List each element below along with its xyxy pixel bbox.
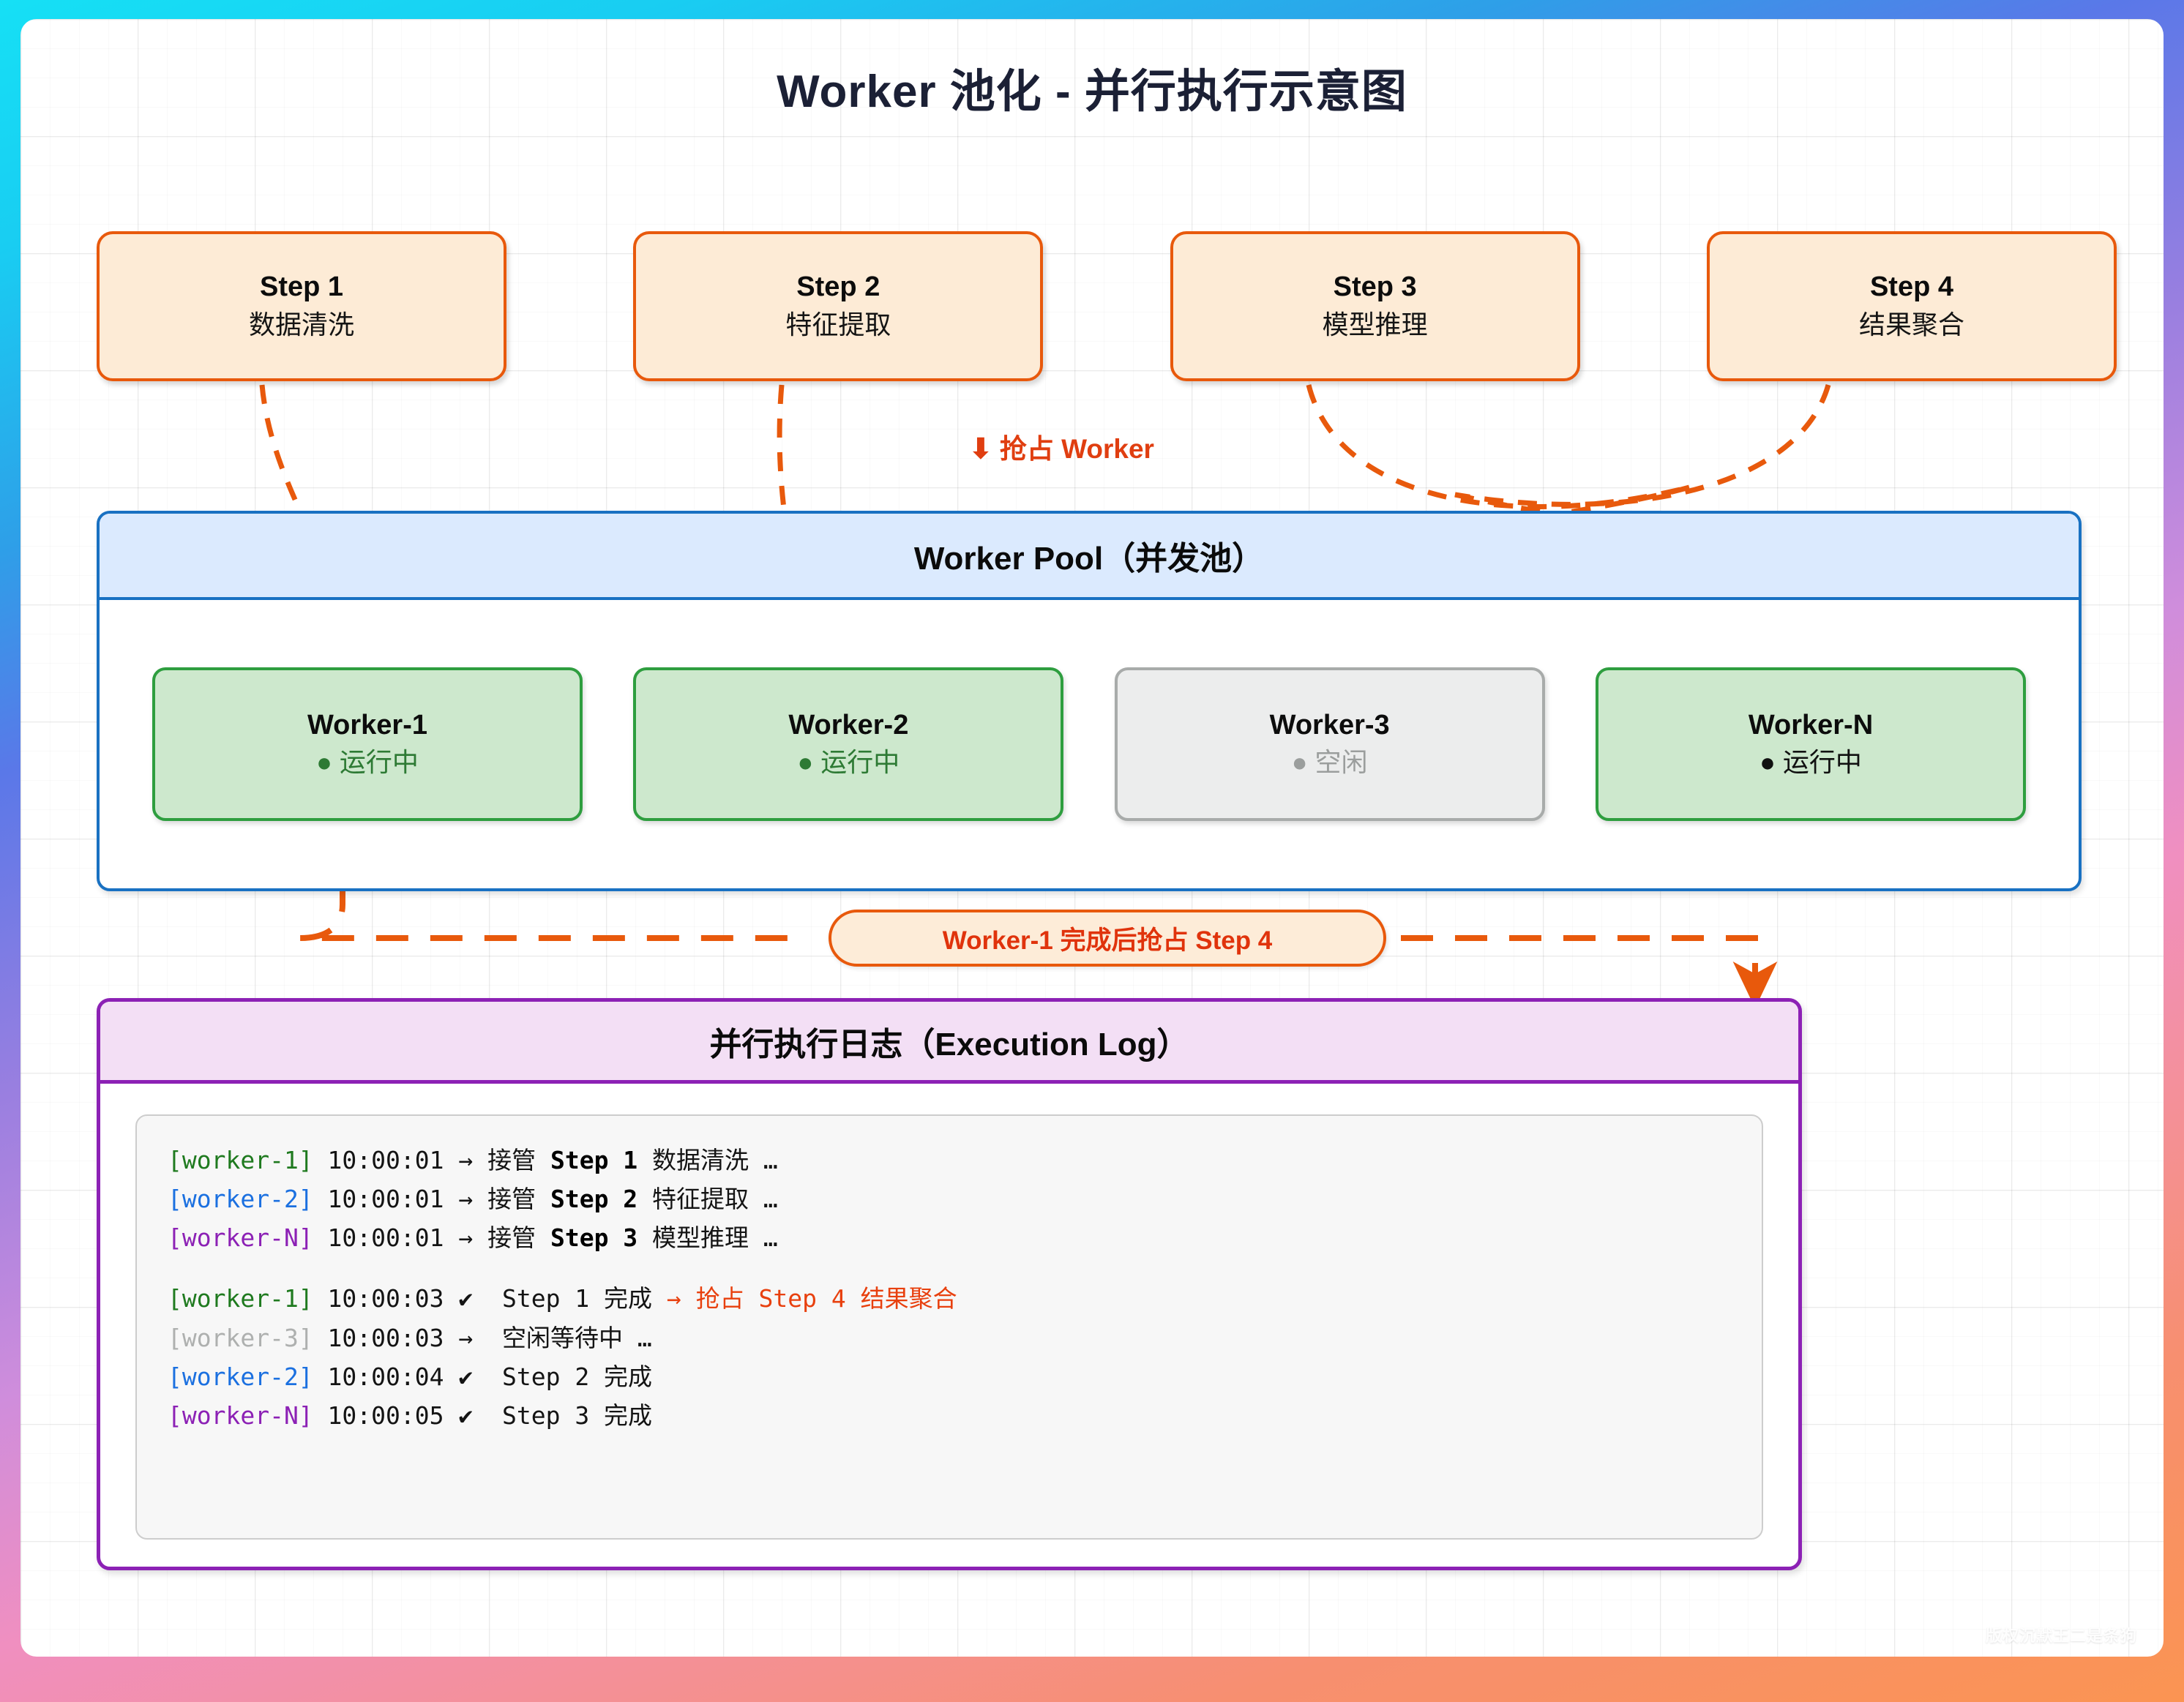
- log-worker-tag: [worker-1]: [168, 1146, 313, 1174]
- log-rest-text: Step 3 完成: [487, 1401, 653, 1430]
- execution-log-code[interactable]: [worker-1] 10:00:01 → 接管 Step 1 数据清洗 …[w…: [135, 1114, 1763, 1540]
- step-title: Step 4: [1869, 271, 1953, 303]
- step-box-2[interactable]: Step 2 特征提取: [633, 231, 1044, 381]
- worker-name: Worker-2: [788, 710, 909, 741]
- log-rest-text: 模型推理 …: [637, 1223, 778, 1253]
- log-rest-text: Step 1 完成: [487, 1284, 667, 1313]
- worker-status: ● 运行中: [797, 747, 900, 778]
- watermark: 版权沉默王二是条狗: [1985, 1627, 2137, 1645]
- log-worker-tag: [worker-3]: [168, 1323, 313, 1352]
- page-title: Worker 池化 - 并行执行示意图: [777, 67, 1407, 117]
- log-worker-tag: [worker-2]: [168, 1185, 313, 1214]
- worker-status: ● 空闲: [1291, 747, 1368, 778]
- down-arrow-icon: ⬇: [969, 434, 992, 465]
- execution-log-body: [worker-1] 10:00:01 → 接管 Step 1 数据清洗 …[w…: [100, 1084, 1798, 1570]
- log-rest-text: 特征提取 …: [637, 1185, 778, 1214]
- log-timestamp-and-text: 10:00:01 → 接管: [313, 1223, 550, 1253]
- log-step-name: Step 1: [550, 1146, 638, 1174]
- log-timestamp-and-text: 10:00:04 ✔: [313, 1362, 488, 1391]
- log-worker-tag: [worker-2]: [168, 1362, 313, 1391]
- worker-status: ● 运行中: [316, 747, 419, 778]
- execution-log-panel: 并行执行日志（Execution Log） [worker-1] 10:00:0…: [97, 998, 1802, 1570]
- worker-status: ● 运行中: [1759, 747, 1862, 778]
- log-line: [worker-N] 10:00:05 ✔ Step 3 完成: [168, 1396, 1731, 1435]
- step-box-1[interactable]: Step 1 数据清洗: [97, 231, 506, 381]
- log-timestamp-and-text: 10:00:03 →: [313, 1323, 488, 1352]
- worker-pool-panel: Worker Pool（并发池） Worker-1 ● 运行中 Worker-2…: [97, 511, 2082, 891]
- log-timestamp-and-text: 10:00:03 ✔: [313, 1284, 488, 1313]
- worker-pool-body: Worker-1 ● 运行中 Worker-2 ● 运行中 Worker-3 ●…: [100, 600, 2079, 888]
- worker-name: Worker-N: [1748, 710, 1874, 741]
- log-timestamp-and-text: 10:00:01 → 接管: [313, 1146, 550, 1174]
- worker-name: Worker-3: [1269, 710, 1390, 741]
- log-timestamp-and-text: 10:00:05 ✔: [313, 1401, 488, 1430]
- worker-name: Worker-1: [307, 710, 428, 741]
- step-subtitle: 数据清洗: [248, 309, 354, 340]
- log-step-name: Step 2: [550, 1185, 638, 1214]
- log-line-spacer: [168, 1257, 1731, 1279]
- log-line: [worker-2] 10:00:01 → 接管 Step 2 特征提取 …: [168, 1180, 1731, 1218]
- worker-pool-header: Worker Pool（并发池）: [100, 514, 2079, 600]
- log-rest-text: 空闲等待中 …: [487, 1323, 652, 1352]
- diagram-canvas: Worker 池化 - 并行执行示意图: [20, 19, 2164, 1657]
- preempt-caption-label: 抢占 Worker: [999, 434, 1154, 464]
- arrow-step3-to-worker3: [1306, 384, 1690, 509]
- step-row: Step 1 数据清洗 Step 2 特征提取 Step 3 模型推理 Step…: [97, 231, 2117, 381]
- step-box-4[interactable]: Step 4 结果聚合: [1706, 231, 2117, 381]
- worker-card-2[interactable]: Worker-2 ● 运行中: [633, 667, 1064, 821]
- log-step-name: Step 3: [550, 1223, 638, 1253]
- step-subtitle: 模型推理: [1322, 309, 1428, 340]
- log-line: [worker-3] 10:00:03 → 空闲等待中 …: [168, 1319, 1731, 1357]
- preempt-caption: ⬇抢占 Worker: [969, 427, 1154, 466]
- log-worker-tag: [worker-N]: [168, 1401, 313, 1430]
- step-title: Step 3: [1333, 271, 1417, 303]
- execution-log-header: 并行执行日志（Execution Log）: [100, 1002, 1798, 1084]
- log-line: [worker-N] 10:00:01 → 接管 Step 3 模型推理 …: [168, 1218, 1731, 1257]
- log-line: [worker-1] 10:00:01 → 接管 Step 1 数据清洗 …: [168, 1141, 1731, 1180]
- log-line: [worker-2] 10:00:04 ✔ Step 2 完成: [168, 1357, 1731, 1396]
- worker-card-n[interactable]: Worker-N ● 运行中: [1595, 667, 2026, 821]
- step-title: Step 2: [796, 271, 880, 303]
- step-title: Step 1: [259, 271, 344, 303]
- log-worker-tag: [worker-1]: [168, 1284, 313, 1313]
- log-rest-text: Step 2 完成: [487, 1362, 653, 1391]
- arrow-pill-to-log: [1347, 935, 1778, 1008]
- log-worker-tag: [worker-N]: [168, 1223, 313, 1253]
- step-subtitle: 特征提取: [785, 309, 891, 340]
- step-box-3[interactable]: Step 3 模型推理: [1170, 231, 1580, 381]
- worker-card-1[interactable]: Worker-1 ● 运行中: [152, 667, 583, 821]
- log-rest-text: 数据清洗 …: [637, 1146, 778, 1174]
- arrow-step4-to-workern: [1454, 384, 1831, 507]
- log-line: [worker-1] 10:00:03 ✔ Step 1 完成 → 抢占 Ste…: [168, 1279, 1731, 1318]
- log-timestamp-and-text: 10:00:01 → 接管: [313, 1185, 550, 1214]
- log-highlight-text: → 抢占 Step 4 结果聚合: [666, 1284, 957, 1313]
- preempt-pill-label: Worker-1 完成后抢占 Step 4: [829, 910, 1386, 967]
- step-subtitle: 结果聚合: [1858, 309, 1964, 340]
- worker-card-3[interactable]: Worker-3 ● 空闲: [1114, 667, 1545, 821]
